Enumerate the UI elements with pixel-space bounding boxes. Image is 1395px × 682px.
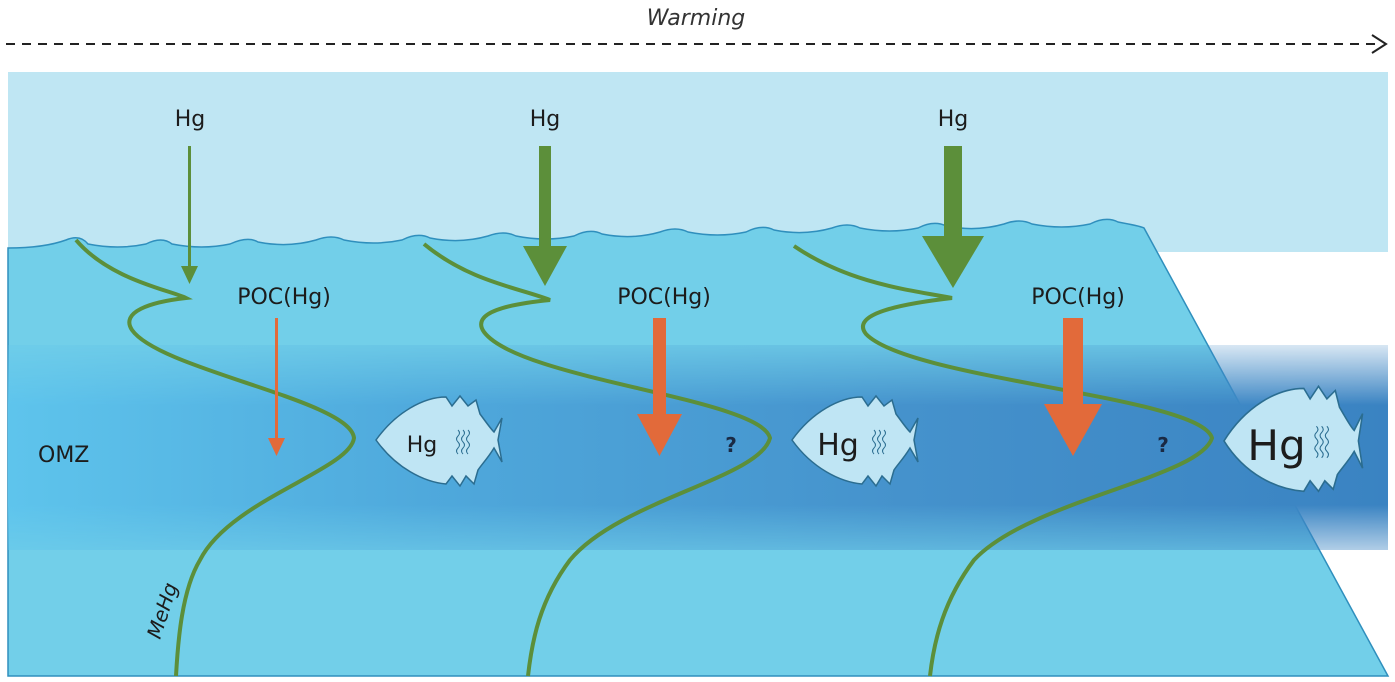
fish-hg-label: Hg (1247, 421, 1305, 470)
hg-deposition-arrow (181, 146, 198, 284)
atmospheric-hg-label: Hg (175, 107, 206, 132)
mehg-profile-curve (74, 238, 357, 677)
atmospheric-hg-label: Hg (938, 107, 969, 132)
warming-arrow (6, 34, 1388, 54)
poc-hg-label: POC(Hg) (1031, 285, 1125, 310)
uncertainty-question-mark: ? (1157, 433, 1169, 457)
mehg-profile-curve (792, 244, 1215, 677)
omz-label: OMZ (38, 443, 89, 468)
fish-hg-label: Hg (817, 428, 859, 463)
poc-hg-label: POC(Hg) (237, 285, 331, 310)
atmosphere-band (8, 72, 1388, 252)
hg-deposition-arrow (922, 146, 984, 288)
omz-band (8, 345, 1388, 550)
mehg-profile-curve (422, 242, 773, 677)
poc-sinking-arrow (268, 318, 285, 456)
panel-2: Hg POC(Hg) ? Hg (422, 107, 919, 677)
panel-3: Hg POC(Hg) ? Hg (792, 107, 1364, 677)
fish-hg-label: Hg (407, 433, 438, 458)
fish-icon: Hg (791, 394, 919, 488)
poc-sinking-arrow (637, 318, 682, 456)
fish-icon: Hg (1223, 384, 1364, 493)
fish-icon: Hg (375, 394, 503, 488)
warming-label: Warming (647, 6, 746, 31)
uncertainty-question-mark: ? (725, 433, 737, 457)
poc-sinking-arrow (1044, 318, 1102, 456)
atmospheric-hg-label: Hg (530, 107, 561, 132)
poc-hg-label: POC(Hg) (617, 285, 711, 310)
hg-deposition-arrow (523, 146, 567, 286)
